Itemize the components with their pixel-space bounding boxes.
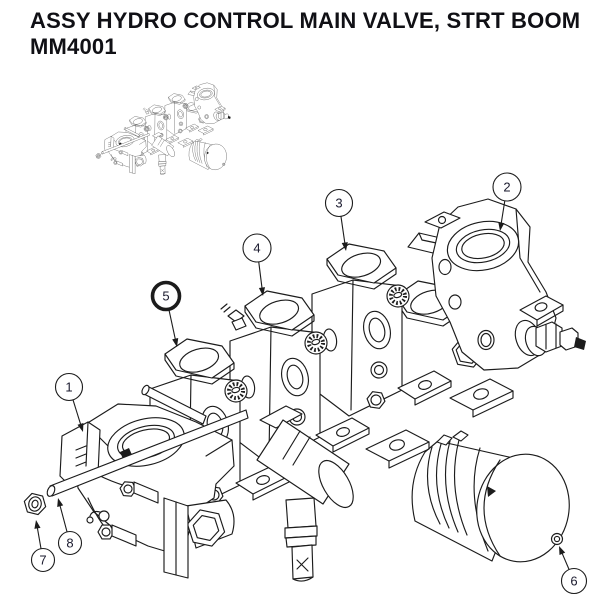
leader-arrow [559,546,566,556]
cartridge-fitting [220,303,247,331]
tie-rod-drawing [46,409,249,497]
balloon-circle-highlighted [150,280,182,312]
balloon-circle [54,372,84,402]
end-cap-drawing [424,198,586,371]
assembled-view-thumbnail [95,83,230,175]
callout-2: 2 [492,172,522,231]
leader-line [58,502,68,533]
leader-line [72,399,83,428]
balloon-number: 8 [66,536,73,551]
relief-fitting-drawing [514,319,586,357]
mounting-tab [365,429,430,469]
inlet-section-drawing [59,403,235,579]
balloon-number: 4 [253,241,260,256]
balloon-number: 1 [65,380,72,395]
callout-layer: 1 2 3 4 5 6 7 8 [30,172,588,595]
balloon-circle [492,172,522,202]
balloon-circle [30,547,56,573]
valve-section-drawing [312,244,451,416]
balloon-circle [242,233,272,263]
leader-arrow [172,338,179,347]
leader-arrow [57,498,64,508]
leader-arrow [498,222,505,231]
leader-line [168,309,177,343]
leader-arrow [34,520,41,529]
balloon-circle [57,530,83,556]
balloon-number: 7 [39,553,46,568]
callout-1: 1 [54,372,84,432]
callout-3: 3 [324,188,354,251]
callout-7: 7 [30,520,56,573]
doc-title-line2: MM4001 [30,34,117,59]
balloon-number: 5 [162,289,169,304]
lock-nut-drawing [23,492,47,516]
balloon-number: 2 [503,180,510,195]
leader-line [340,216,346,247]
mounting-tab [449,378,514,418]
leader-line [36,524,42,549]
leader-line [258,261,263,292]
balloon-number: 3 [335,196,342,211]
callout-5: 5 [150,280,182,347]
page-title: ASSY HYDRO CONTROL MAIN VALVE, STRT BOOM… [30,8,590,60]
leader-arrow [77,422,84,432]
leader-arrow [341,242,348,251]
balloon-number: 6 [570,574,577,589]
callout-6: 6 [559,546,588,595]
balloon-circle [560,567,588,595]
spool-rod-drawing [141,384,207,425]
callout-8: 8 [57,498,83,556]
callout-4: 4 [242,233,272,296]
balloon-circle [324,188,354,218]
doc-title-line1: ASSY HYDRO CONTROL MAIN VALVE, STRT BOOM [30,8,581,33]
exploded-assembly-drawing [23,198,586,582]
accumulator-drawing [411,430,570,563]
leader-line [500,200,506,227]
leader-arrow [258,287,266,296]
solenoid-valve-drawing [256,405,354,582]
